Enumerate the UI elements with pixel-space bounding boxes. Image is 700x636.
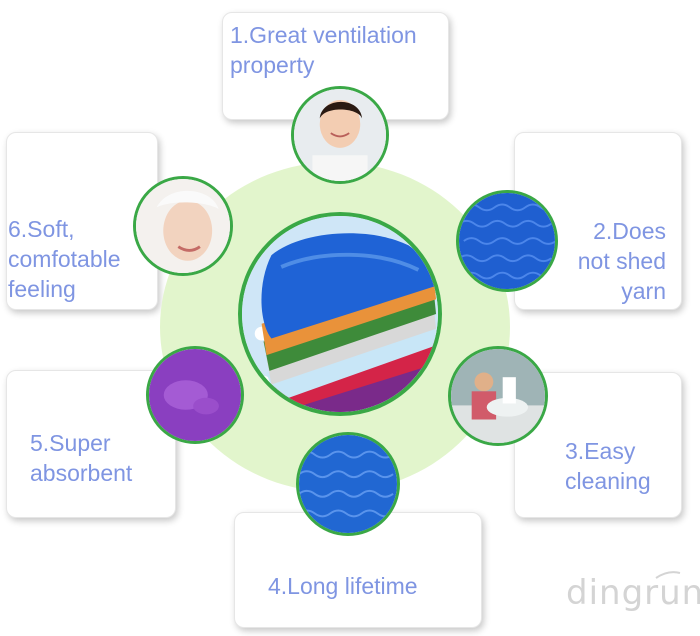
feature-card-soft xyxy=(6,132,158,310)
towel-stack-image xyxy=(238,212,442,416)
watermark-swoosh-icon xyxy=(655,571,681,579)
blue-microfiber-closeup xyxy=(456,190,558,292)
towel-stack-illustration xyxy=(242,216,438,412)
feature-label-soft: 6.Soft, comfotable feeling xyxy=(8,216,121,302)
purple-absorbent-cloth xyxy=(146,346,244,444)
watermark: dingrun xyxy=(566,573,700,613)
feature-label-no-shedding: 2.Does not shed yarn xyxy=(577,218,666,304)
feature-label-ventilation: 1.Great ventilation property xyxy=(230,22,417,78)
woman-photo xyxy=(291,86,389,184)
woman-skin-photo xyxy=(133,176,233,276)
cleaning-photo xyxy=(448,346,548,446)
feature-label-absorbent: 5.Super absorbent xyxy=(30,430,133,486)
feature-label-easy-cleaning: 3.Easy cleaning xyxy=(565,438,651,494)
blue-towel-closeup xyxy=(296,432,400,536)
feature-label-lifetime: 4.Long lifetime xyxy=(268,573,418,599)
